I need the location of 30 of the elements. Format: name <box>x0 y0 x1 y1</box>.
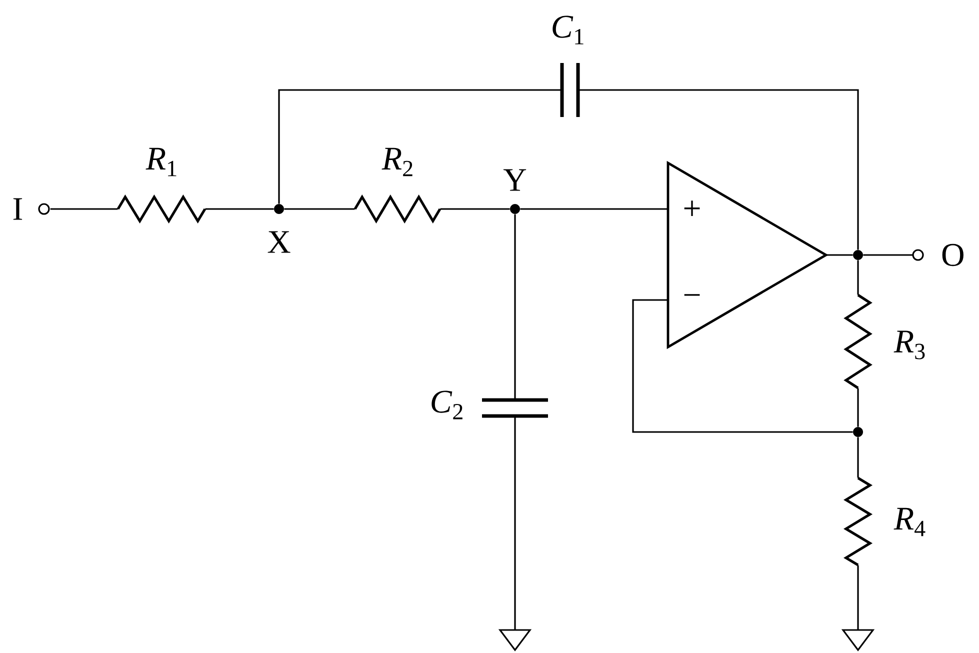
capacitor: C$_{2}$ <box>432 390 550 420</box>
wire <box>826 254 853 256</box>
resistor: R$_{3}$ <box>844 294 925 390</box>
wire <box>50 208 118 210</box>
wire <box>578 89 859 250</box>
wire <box>857 260 859 295</box>
wire <box>284 208 355 210</box>
resistor: R$_{2}$ <box>354 148 442 224</box>
wire <box>205 208 274 210</box>
junction-dot <box>853 427 863 437</box>
node-label: X <box>268 231 290 253</box>
node-label: Y <box>503 169 526 191</box>
node-label: O <box>942 244 964 266</box>
capacitor: C$_{1}$ <box>552 16 584 119</box>
wire <box>278 89 562 204</box>
wire <box>857 388 859 427</box>
wire <box>520 208 668 210</box>
junction-dot <box>853 250 863 260</box>
wire <box>514 416 516 630</box>
resistor: R$_{1}$ <box>116 148 206 224</box>
wire <box>514 214 516 400</box>
wire <box>632 299 853 433</box>
wire <box>857 565 859 630</box>
wire <box>857 437 859 478</box>
resistor: R$_{4}$ <box>844 476 926 566</box>
node-label: I <box>13 198 22 220</box>
wire <box>440 208 510 210</box>
input-terminal: I <box>13 198 50 220</box>
output-terminal: O <box>912 244 964 266</box>
wire <box>863 254 913 256</box>
